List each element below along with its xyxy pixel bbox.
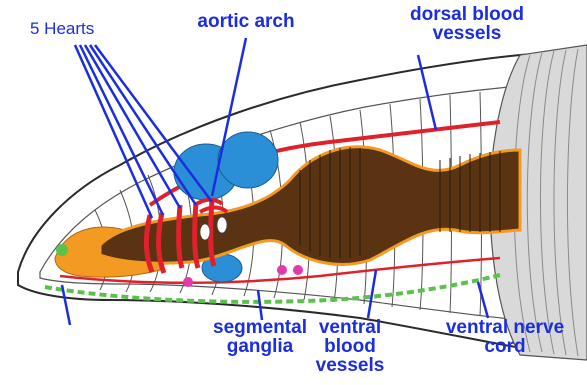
cerebral-ganglion xyxy=(56,244,68,256)
label-dorsal-line2: vessels xyxy=(382,24,552,43)
label-dorsal-blood-vessels: dorsal blood vessels xyxy=(382,5,552,43)
label-dorsal-line1: dorsal blood xyxy=(382,5,552,24)
label-vnc-line1: ventral nerve xyxy=(430,318,580,337)
label-ventral-line2: blood xyxy=(300,337,400,356)
label-ventral-blood-vessels: ventral blood vessels xyxy=(300,318,400,375)
label-ventral-line3: vessels xyxy=(300,356,400,375)
label-vnc-line2: cord xyxy=(430,337,580,356)
label-ventral-line1: ventral xyxy=(300,318,400,337)
label-ventral-nerve-cord: ventral nerve cord xyxy=(430,318,580,356)
label-5-hearts: 5 Hearts xyxy=(30,20,94,37)
label-aortic-arch: aortic arch xyxy=(176,12,316,31)
